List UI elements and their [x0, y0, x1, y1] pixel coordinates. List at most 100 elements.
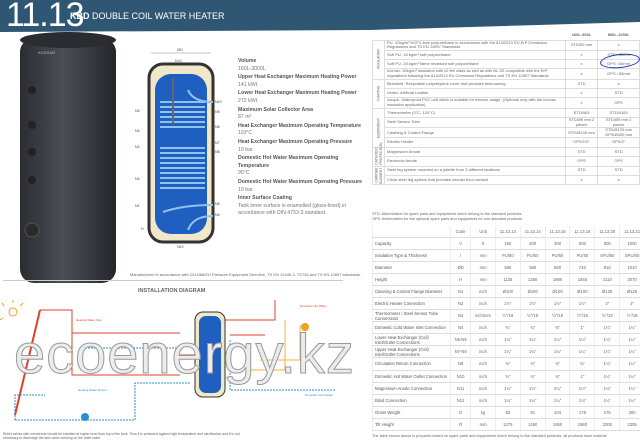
table-cell: 290: [619, 406, 640, 419]
table-cell: 1000: [619, 237, 640, 250]
table-cell: 1¼": [519, 345, 546, 359]
table-cell: inch: [470, 297, 496, 311]
table-cell: 1¼": [569, 394, 595, 407]
spec-value: 110°C: [238, 130, 253, 137]
table-cell: 1½": [494, 297, 521, 311]
table-cell: mm: [470, 418, 496, 432]
table-cell: inch: [470, 394, 496, 407]
table-cell: ¾": [544, 357, 570, 371]
table-cell: 1¼": [594, 370, 620, 383]
table-cell: 1¼": [544, 382, 570, 395]
installation-diagram: Heating Water Inlet Domestic Hot Water H…: [0, 300, 335, 421]
table-cell: 1¼": [569, 333, 595, 347]
table-cell: 1460: [519, 418, 546, 432]
svg-text:Heating Water Return: Heating Water Return: [78, 388, 107, 392]
table-cell: 1¼": [619, 370, 640, 383]
table-cell: 1135: [494, 273, 521, 286]
table-cell: 500: [569, 237, 595, 250]
table-cell: x: [564, 174, 599, 186]
spec-value: 87 m²: [238, 114, 252, 121]
table-cell: N3: [449, 309, 471, 323]
table-cell: 1880: [544, 273, 570, 286]
table-cell: x: [564, 88, 599, 99]
table-cell: x: [597, 39, 640, 51]
svg-text:Domestic Cold Water: Domestic Cold Water: [305, 393, 333, 397]
svg-text:N10: N10: [215, 100, 222, 104]
table-cell: 2110: [594, 273, 620, 286]
svg-text:Heating Water Inlet: Heating Water Inlet: [76, 318, 102, 322]
svg-text:N3: N3: [135, 177, 140, 181]
divider: [3, 280, 343, 281]
table-cell: 1¼": [619, 382, 640, 395]
table-cell: 160: [494, 237, 521, 250]
table-cell: 1275: [494, 418, 521, 432]
table-cell: Blind Connection: [372, 394, 451, 407]
table-cell: 1¼": [519, 394, 546, 407]
table-cell: ¾": [519, 370, 546, 383]
table-cell: ½"/19: [494, 309, 521, 323]
table-row: Upper Heat Exchanger (Coil) Inlet/Outlet…: [372, 345, 640, 359]
table-cell: STD: [597, 165, 640, 176]
category-label: COATING: [372, 79, 385, 109]
table-cell: 1¼": [494, 394, 521, 407]
table-cell: 1¼": [494, 345, 521, 359]
table-cell: 910: [594, 261, 620, 274]
spec-label: Volume: [238, 58, 257, 64]
svg-text:N5: N5: [215, 202, 220, 206]
table-cell: 104: [544, 406, 570, 419]
table-cell: Steel Sensor Tube: [384, 117, 566, 129]
table-cell: ½"/19: [619, 309, 640, 323]
table-cell: N7-N8: [449, 345, 471, 359]
table-cell: 1¼": [619, 394, 640, 407]
column-header: Code: [449, 226, 471, 238]
tank-image: KODSAN: [20, 32, 116, 283]
table-cell: 1": [569, 321, 595, 335]
spec-value: 272 kWt: [238, 97, 258, 104]
table-cell: x: [564, 49, 599, 61]
spec-value: Tank inner surface is enamelled (glass-l…: [238, 202, 347, 217]
table-cell: Tilt Height: [372, 418, 451, 432]
svg-text:N3: N3: [135, 109, 140, 113]
table-cell: 82: [494, 406, 521, 419]
table-row: Izoque- Waterproof PVC unit which is sui…: [373, 97, 640, 109]
category-label: INSULATION: [372, 40, 385, 80]
table-cell: Ø100: [519, 285, 546, 298]
installation-title: INSTALLATION DIAGRAM: [138, 288, 206, 294]
table-cell: N5-N6: [449, 333, 471, 347]
table-cell: Blueshell- Recyclable polyethylene cover…: [384, 78, 566, 90]
spec-label: Upper Heat Exchanger Maximum Heating Pow…: [238, 74, 357, 81]
table-cell: N9: [449, 357, 471, 371]
table-cell: inch: [470, 382, 496, 395]
table-row: Thermometer / Steel Sensor Tube Connecti…: [372, 309, 640, 323]
table-cell: 1¼": [494, 333, 521, 347]
table-cell: Electric Heater Connection: [372, 297, 451, 311]
column-header: 800L-1000L: [607, 32, 630, 38]
svg-text:ØD: ØD: [177, 47, 183, 52]
table-cell: 200: [519, 237, 546, 250]
table-cell: STD/Ø125 mm OPS/Ø400 mm: [597, 127, 640, 139]
table-cell: STD: [564, 78, 599, 90]
table-cell: Insulation Type & Thickness: [372, 249, 451, 262]
spec-label: Heat Exchanger Maximum Operating Pressur…: [238, 138, 353, 145]
table-cell: Thermometer / Steel Sensor Tube Connecti…: [372, 309, 451, 323]
table-cell: x: [564, 59, 599, 70]
watermark: ecoenergy.kz: [14, 322, 355, 385]
table-cell: Soft PU- 18 kg/m³ soft polyurethane: [384, 49, 566, 61]
table-cell: 580: [494, 261, 521, 274]
table-cell: 1¼": [594, 333, 620, 347]
table-cell: PU/50: [544, 249, 570, 262]
svg-text:N12: N12: [177, 245, 184, 249]
table-row: Izomax- 50kg/m³ insulation with c0 fire …: [373, 68, 640, 80]
table-cell: 1¼": [569, 382, 595, 395]
manufactured-note: Manufactured in accordance with 2014/68/…: [130, 272, 362, 277]
